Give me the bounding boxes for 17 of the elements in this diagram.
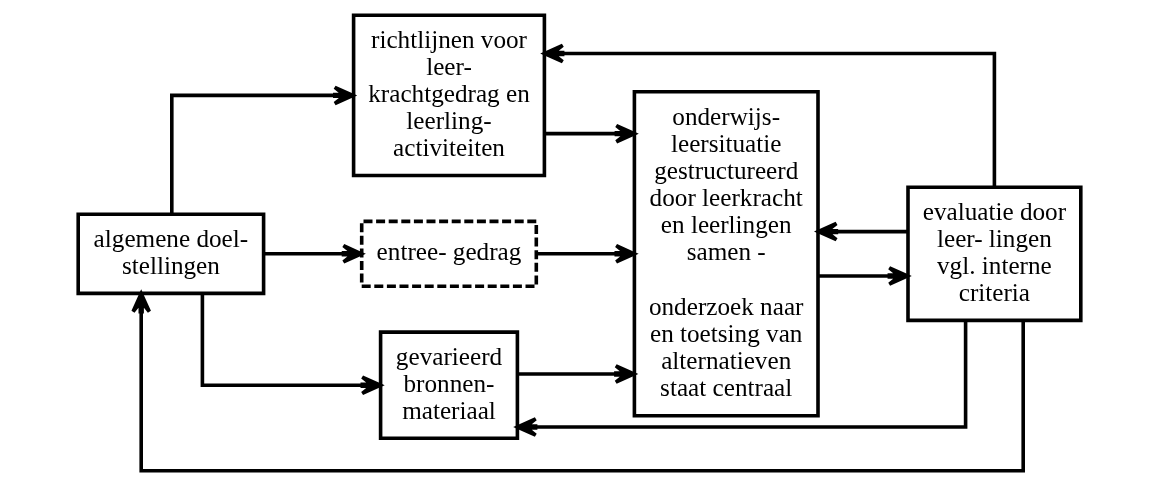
node-box: gevarieerd bronnen- materiaal [378,330,520,441]
node-box: algemene doel- stellingen [76,212,266,296]
arrow [545,123,637,144]
node-box: onderwijs- leersituatie gestructureerd door leerkracht en leerlingen samen - onderzoek naar en toetsing van alternatieven staat centraal [632,90,820,418]
arrow [200,293,383,396]
node-box: evaluatie door leer- lingen vgl. interne criteria [906,185,1083,323]
arrow [515,320,968,437]
arrow [816,221,908,242]
node-box: richtlijnen voor leer- krachtgedrag en leerling- activiteiten [351,13,547,178]
node-box: entree- gedrag [359,219,539,288]
arrow [170,85,355,214]
arrow [818,266,910,286]
arrow [517,364,636,384]
arrow [264,243,364,264]
arrow [542,43,997,188]
arrow [131,291,1025,473]
arrow [536,243,637,264]
